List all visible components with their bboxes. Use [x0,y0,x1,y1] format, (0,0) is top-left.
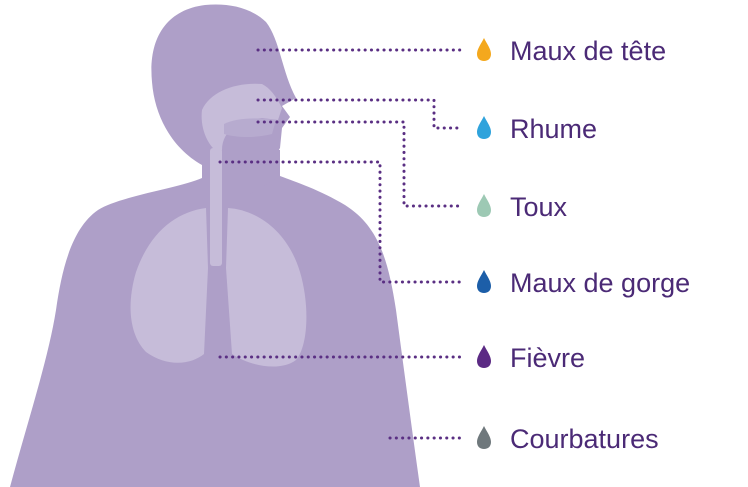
drop-icon [477,426,491,449]
symptom-item-sorethroat: Maux de gorge [477,268,690,298]
symptom-item-cough: Toux [477,192,568,222]
drop-icon [477,38,491,61]
symptom-item-headache: Maux de tête [477,36,666,66]
trachea [210,148,222,266]
symptom-label: Fièvre [510,343,585,373]
symptom-item-fever: Fièvre [477,343,585,373]
symptom-label: Toux [510,192,568,222]
symptom-item-aches: Courbatures [477,424,659,454]
oral-cavity [224,118,276,137]
drop-icon [477,345,491,368]
symptom-label: Courbatures [510,424,659,454]
symptom-label: Maux de tête [510,36,666,66]
drop-icon [477,270,491,293]
symptom-item-cold: Rhume [477,114,597,144]
symptom-legend: Maux de tête Rhume Toux Maux de gorge Fi… [477,36,690,454]
leader-cold [258,100,462,128]
symptom-label: Maux de gorge [510,268,690,298]
symptom-label: Rhume [510,114,597,144]
drop-icon [477,194,491,217]
drop-icon [477,116,491,139]
